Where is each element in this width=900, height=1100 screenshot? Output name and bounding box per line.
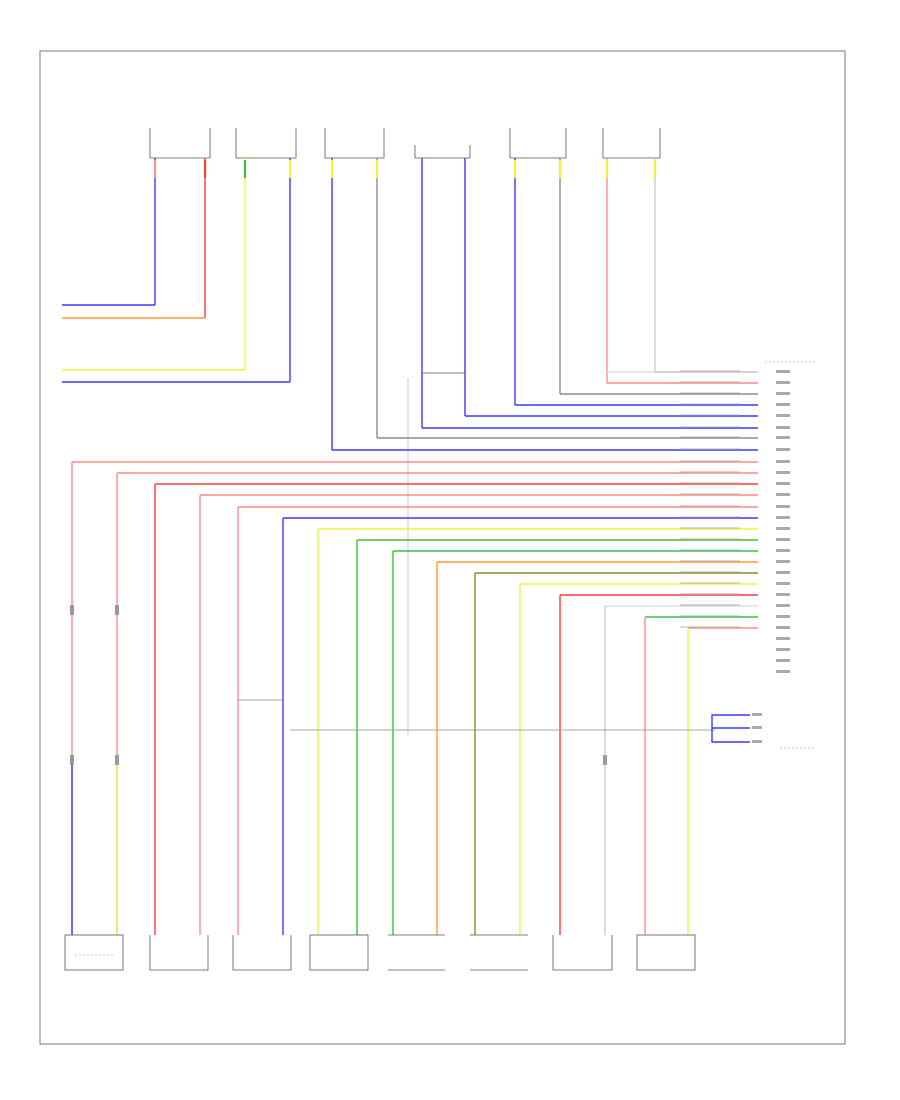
left-branch-wires [62, 304, 290, 383]
top-module-6 [602, 128, 661, 159]
top-module-1 [149, 128, 211, 159]
top-module-4 [414, 145, 471, 159]
lower-right-module [711, 713, 815, 749]
bottom-module-1 [64, 934, 124, 971]
bottom-module-2 [149, 935, 209, 971]
bottom-module-3 [232, 935, 292, 971]
bottom-module-7 [552, 935, 613, 971]
bus-label-ticks [680, 370, 740, 628]
bottom-module-4 [309, 934, 369, 971]
bus-wires-lower [72, 461, 758, 629]
top-module-5 [509, 128, 567, 159]
bus-wires-upper [332, 371, 758, 451]
lower-wires [71, 462, 689, 935]
top-pin-stubs [153, 160, 657, 178]
bottom-module-6 [470, 934, 528, 971]
top-module-3 [324, 128, 385, 159]
diagram-frame [39, 50, 846, 1045]
bottom-module-5 [388, 934, 445, 971]
bottom-module-8 [636, 934, 696, 971]
top-wires [154, 158, 656, 450]
left-blue-stubs [71, 760, 118, 935]
wire-markers [70, 605, 607, 765]
right-connector [765, 361, 815, 673]
top-module-2 [235, 128, 297, 159]
